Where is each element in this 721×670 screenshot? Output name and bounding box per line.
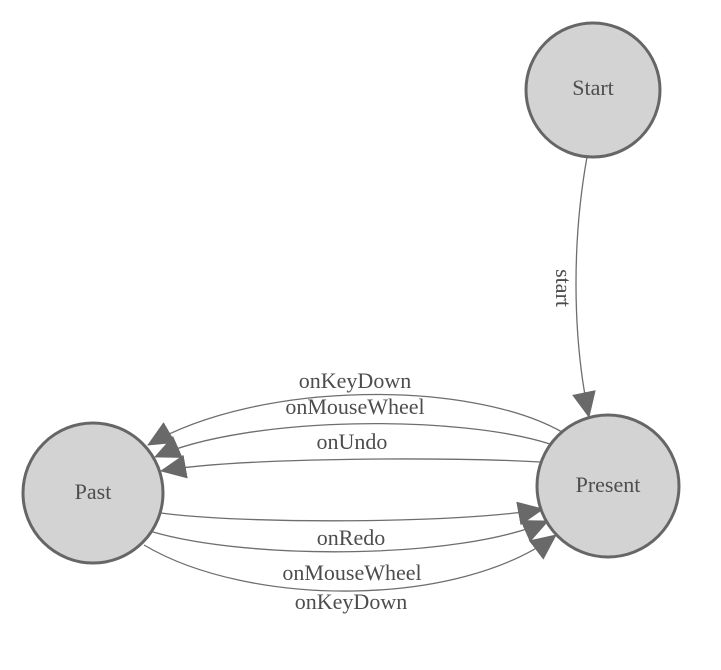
node-present[interactable]: Present — [535, 413, 681, 559]
edge-present-to-past-onundo: onUndo — [160, 429, 541, 479]
edge-past-to-present-onredo: onRedo — [160, 501, 544, 550]
edge-label-onundo: onUndo — [317, 429, 388, 454]
edge-label-onkeydown-top: onKeyDown — [299, 368, 411, 393]
edge-label-start: start — [551, 269, 576, 307]
edge-label-onmousewheel-top: onMouseWheel — [285, 394, 424, 419]
edge-start-to-present: start — [551, 156, 596, 418]
node-start-label: Start — [572, 75, 614, 100]
edge-line — [147, 393, 563, 446]
node-start[interactable]: Start — [524, 21, 662, 159]
edge-line — [160, 454, 541, 479]
edge-present-to-past-onmousewheel: onMouseWheel — [154, 394, 551, 458]
node-past-circle[interactable] — [21, 421, 165, 565]
edge-line — [572, 156, 596, 418]
edge-line — [143, 534, 557, 592]
edge-past-to-present-onkeydown: onKeyDown — [143, 534, 557, 614]
edge-label-onmousewheel-bottom: onMouseWheel — [282, 560, 421, 585]
edge-label-onredo: onRedo — [317, 525, 385, 550]
edge-line — [160, 501, 544, 526]
node-present-label: Present — [576, 472, 641, 497]
edge-label-onkeydown-bottom: onKeyDown — [295, 589, 407, 614]
node-present-circle[interactable] — [535, 413, 681, 559]
edge-present-to-past-onkeydown: onKeyDown — [147, 368, 563, 446]
edge-past-to-present-onmousewheel: onMouseWheel — [152, 520, 549, 585]
node-start-circle[interactable] — [524, 21, 662, 159]
edge-line — [154, 423, 551, 458]
node-past-label: Past — [75, 479, 112, 504]
edge-line — [152, 520, 549, 553]
node-past[interactable]: Past — [21, 421, 165, 565]
